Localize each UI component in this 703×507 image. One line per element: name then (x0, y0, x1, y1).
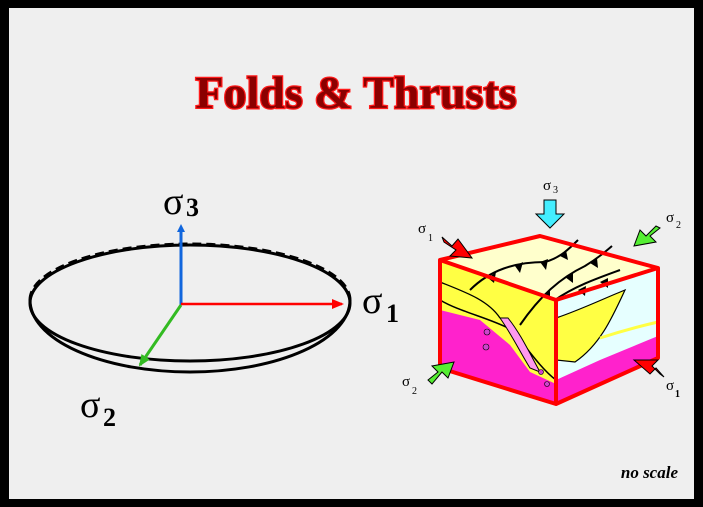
scale-note: no scale (621, 463, 679, 482)
pebble-mark (482, 343, 490, 351)
sigma-subscript: 3 (186, 193, 199, 222)
sigma2-left-arrow-icon (427, 361, 455, 385)
block-sigma2-left-label: σ 2 (402, 374, 417, 397)
side-fold-layer (555, 288, 627, 363)
sigma2-axis-arrow (138, 304, 183, 367)
block-sigma2-right-label: σ 2 (666, 210, 681, 231)
sigma-symbol: σ (666, 210, 674, 226)
page-title: Folds & Thrusts (195, 67, 516, 118)
block-sigma1-right-label: σ 1 (666, 378, 680, 400)
thrust-trace (554, 269, 621, 301)
front-bedding-line (439, 281, 501, 319)
pebble-mark (544, 381, 550, 387)
sigma-symbol: σ (163, 181, 183, 223)
sigma-symbol: σ (666, 378, 674, 394)
sigma-subscript: 2 (103, 403, 116, 432)
sigma-symbol: σ (543, 178, 551, 194)
sigma1-right-arrow-icon (632, 359, 665, 378)
sigma3-arrow-icon (534, 199, 566, 229)
thrust-block-diagram: σ 3 σ 1 σ 2 σ 2 σ 1 (402, 178, 681, 406)
sigma-subscript: 1 (428, 233, 433, 244)
magenta-layer-front (440, 310, 556, 404)
sigma-subscript: 2 (412, 386, 417, 397)
ellipsoid-back-edge (28, 242, 352, 301)
sigma-subscript: 3 (553, 185, 558, 196)
pebble-mark (483, 328, 491, 336)
stress-ellipsoid: σ 3 σ 1 σ 2 (28, 181, 399, 432)
pebble-mark (538, 369, 544, 375)
sigma-symbol: σ (80, 384, 100, 426)
ellipsoid-sigma1-label: σ 1 (362, 280, 399, 328)
magenta-layer-side (556, 336, 658, 404)
sigma-symbol: σ (418, 221, 426, 237)
block-sigma3-label: σ 3 (543, 178, 558, 196)
ellipsoid-sigma2-label: σ 2 (80, 384, 116, 432)
ellipsoid-sigma3-label: σ 3 (163, 181, 199, 223)
sigma2-right-arrow-icon (633, 225, 661, 247)
sigma-subscript: 1 (386, 299, 399, 328)
sigma-subscript: 2 (676, 220, 681, 231)
sigma-symbol: σ (402, 374, 410, 390)
block-sigma1-left-label: σ 1 (418, 221, 433, 244)
ellipsoid-front-edge (28, 299, 352, 374)
sigma1-left-arrow-icon (441, 236, 474, 259)
side-yellow-band (599, 320, 659, 340)
sigma-subscript: 1 (675, 389, 680, 400)
sigma-symbol: σ (362, 280, 382, 322)
